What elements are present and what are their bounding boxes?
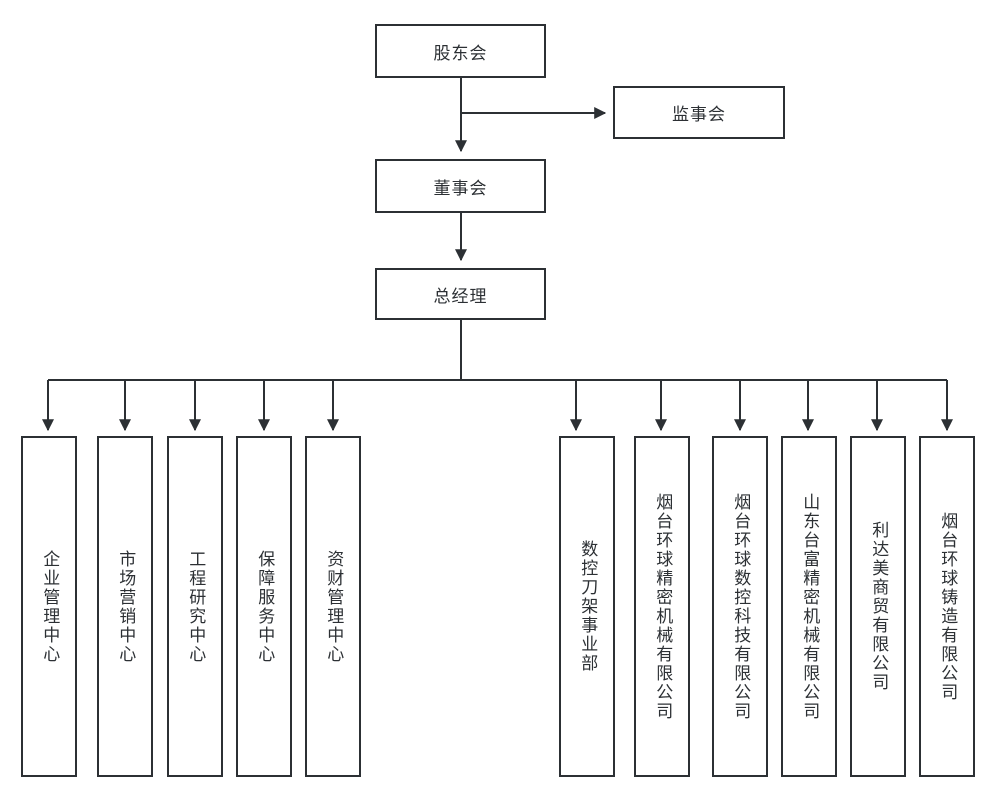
node-enterprise-management-center[interactable]: 企业管理中心 <box>21 436 77 777</box>
node-supervisory-board[interactable]: 监事会 <box>613 86 785 139</box>
node-shandong-taifu-precision[interactable]: 山东台富精密机械有限公司 <box>781 436 837 777</box>
node-label: 股东会 <box>433 43 488 64</box>
node-lidamei-trading[interactable]: 利达美商贸有限公司 <box>850 436 906 777</box>
node-label: 企业管理中心 <box>39 549 60 664</box>
node-label: 总经理 <box>433 286 488 307</box>
node-label: 资财管理中心 <box>323 549 344 664</box>
node-yantai-huanqiu-cnc-tech[interactable]: 烟台环球数控科技有限公司 <box>712 436 768 777</box>
node-marketing-center[interactable]: 市场营销中心 <box>97 436 153 777</box>
node-label: 烟台环球数控科技有限公司 <box>730 492 751 721</box>
node-label: 山东台富精密机械有限公司 <box>799 492 820 721</box>
node-label: 保障服务中心 <box>254 549 275 664</box>
node-label: 市场营销中心 <box>115 549 136 664</box>
node-label: 董事会 <box>433 178 488 199</box>
node-asset-finance-center[interactable]: 资财管理中心 <box>305 436 361 777</box>
node-label: 烟台环球精密机械有限公司 <box>652 492 673 721</box>
node-label: 工程研究中心 <box>185 549 206 664</box>
node-label: 数控刀架事业部 <box>577 540 598 673</box>
node-support-service-center[interactable]: 保障服务中心 <box>236 436 292 777</box>
node-cnc-turret-division[interactable]: 数控刀架事业部 <box>559 436 615 777</box>
node-shareholders-meeting[interactable]: 股东会 <box>375 24 546 78</box>
node-label: 烟台环球铸造有限公司 <box>937 511 958 702</box>
node-board-of-directors[interactable]: 董事会 <box>375 159 546 213</box>
node-yantai-huanqiu-casting[interactable]: 烟台环球铸造有限公司 <box>919 436 975 777</box>
node-yantai-huanqiu-precision[interactable]: 烟台环球精密机械有限公司 <box>634 436 690 777</box>
node-label: 利达美商贸有限公司 <box>868 521 889 692</box>
node-general-manager[interactable]: 总经理 <box>375 268 546 320</box>
node-engineering-research-center[interactable]: 工程研究中心 <box>167 436 223 777</box>
node-label: 监事会 <box>672 105 726 125</box>
